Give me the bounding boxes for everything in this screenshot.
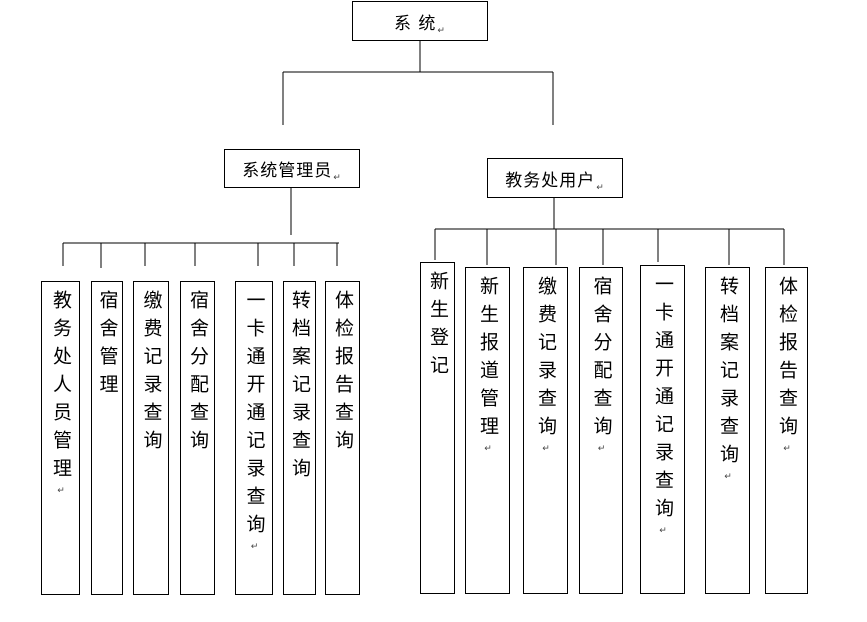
admin-label: 系统管理员 [242, 161, 333, 181]
paragraph-mark-icon: ↵ [57, 486, 65, 496]
paragraph-mark-icon: ↵ [724, 472, 732, 482]
node-label: 转档案记录查询 [717, 276, 739, 472]
admin-child-node: 教务处人员管理↵ [41, 281, 80, 595]
node-label: 一卡通开通记录查询 [652, 274, 674, 526]
root-label: 系 统 [394, 13, 437, 34]
node-label: 教务处人员管理 [50, 290, 72, 486]
node-label: 缴费记录查询 [535, 276, 557, 444]
admin-node: 系统管理员↵ [224, 149, 360, 188]
office-child-node: 转档案记录查询↵ [705, 267, 750, 594]
admin-child-node: 体检报告查询 [325, 281, 360, 595]
paragraph-mark-icon: ↵ [542, 444, 550, 454]
office-node: 教务处用户↵ [487, 158, 623, 198]
office-child-node: 宿舍分配查询↵ [579, 267, 623, 594]
office-child-node: 新生报道管理↵ [465, 267, 510, 594]
paragraph-mark-icon: ↵ [250, 542, 259, 552]
office-child-node: 体检报告查询↵ [765, 267, 808, 594]
admin-child-node: 一卡通开通记录查询↵ [235, 281, 273, 595]
admin-child-node: 宿舍管理 [91, 281, 123, 595]
node-label: 新生登记 [427, 271, 449, 383]
node-label: 体检报告查询 [776, 276, 798, 444]
node-label: 一卡通开通记录查询 [243, 290, 266, 542]
admin-child-node: 缴费记录查询 [133, 281, 169, 595]
node-label: 转档案记录查询 [289, 290, 311, 486]
root-node: 系 统↵ [352, 1, 488, 41]
paragraph-mark-icon: ↵ [484, 444, 492, 454]
paragraph-mark-icon: ↵ [597, 444, 606, 454]
admin-child-node: 宿舍分配查询 [180, 281, 215, 595]
node-label: 宿舍分配查询 [590, 276, 613, 444]
node-label: 缴费记录查询 [140, 290, 163, 458]
admin-child-node: 转档案记录查询 [283, 281, 316, 595]
node-label: 宿舍管理 [96, 290, 119, 402]
paragraph-mark-icon: ↵ [333, 173, 342, 183]
office-child-node: 新生登记 [420, 262, 455, 594]
node-label: 宿舍分配查询 [187, 290, 209, 458]
node-label: 体检报告查询 [332, 290, 354, 458]
paragraph-mark-icon: ↵ [659, 526, 667, 536]
office-child-node: 缴费记录查询↵ [523, 267, 568, 594]
office-child-node: 一卡通开通记录查询↵ [640, 265, 685, 594]
paragraph-mark-icon: ↵ [783, 444, 791, 454]
paragraph-mark-icon: ↵ [596, 183, 605, 193]
paragraph-mark-icon: ↵ [437, 26, 446, 36]
node-label: 新生报道管理 [477, 276, 499, 444]
office-label: 教务处用户 [505, 170, 596, 191]
